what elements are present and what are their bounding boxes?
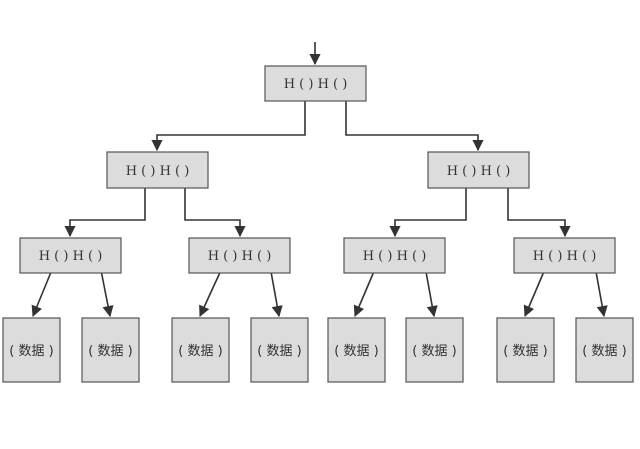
- data-block-2: ( 数据 ): [81, 317, 140, 383]
- hash-node-l2-4: H ( ) H ( ): [513, 237, 616, 274]
- hash-node-label: H ( ) H ( ): [533, 249, 597, 264]
- data-block-7: ( 数据 ): [496, 317, 555, 383]
- hash-node-label: H ( ) H ( ): [39, 249, 103, 264]
- hash-node-root: H ( ) H ( ): [264, 65, 367, 102]
- data-block-label: ( 数据 ): [9, 344, 53, 359]
- hash-node-label: H ( ) H ( ): [208, 249, 272, 264]
- edge-l1-right-to-l2-4: [507, 170, 571, 238]
- data-block-label: ( 数据 ): [334, 344, 378, 359]
- data-block-8: ( 数据 ): [575, 317, 634, 383]
- edge-l1-right-to-l2-3: [389, 170, 467, 238]
- data-block-label: ( 数据 ): [412, 344, 456, 359]
- hash-node-l2-1: H ( ) H ( ): [19, 237, 122, 274]
- hash-node-l2-2: H ( ) H ( ): [188, 237, 291, 274]
- hash-node-l1-left: H ( ) H ( ): [106, 151, 209, 189]
- edge-root-to-right: [345, 84, 484, 152]
- data-block-label: ( 数据 ): [257, 344, 301, 359]
- data-block-3: ( 数据 ): [171, 317, 230, 383]
- data-block-4: ( 数据 ): [250, 317, 309, 383]
- data-block-1: ( 数据 ): [2, 317, 61, 383]
- hash-node-label: H ( ) H ( ): [126, 164, 190, 179]
- edge-l1-left-to-l2-1: [64, 170, 146, 238]
- hash-node-label: H ( ) H ( ): [447, 164, 511, 179]
- edge-root-to-left: [151, 84, 306, 152]
- data-block-label: ( 数据 ): [178, 344, 222, 359]
- data-block-label: ( 数据 ): [582, 344, 626, 359]
- hash-node-label: H ( ) H ( ): [284, 77, 348, 92]
- data-block-5: ( 数据 ): [327, 317, 386, 383]
- edge-l1-left-to-l2-2: [184, 170, 246, 238]
- data-block-6: ( 数据 ): [405, 317, 464, 383]
- data-block-label: ( 数据 ): [503, 344, 547, 359]
- hash-node-label: H ( ) H ( ): [363, 249, 427, 264]
- hash-node-l1-right: H ( ) H ( ): [427, 151, 530, 189]
- data-block-label: ( 数据 ): [88, 344, 132, 359]
- hash-node-l2-3: H ( ) H ( ): [343, 237, 446, 274]
